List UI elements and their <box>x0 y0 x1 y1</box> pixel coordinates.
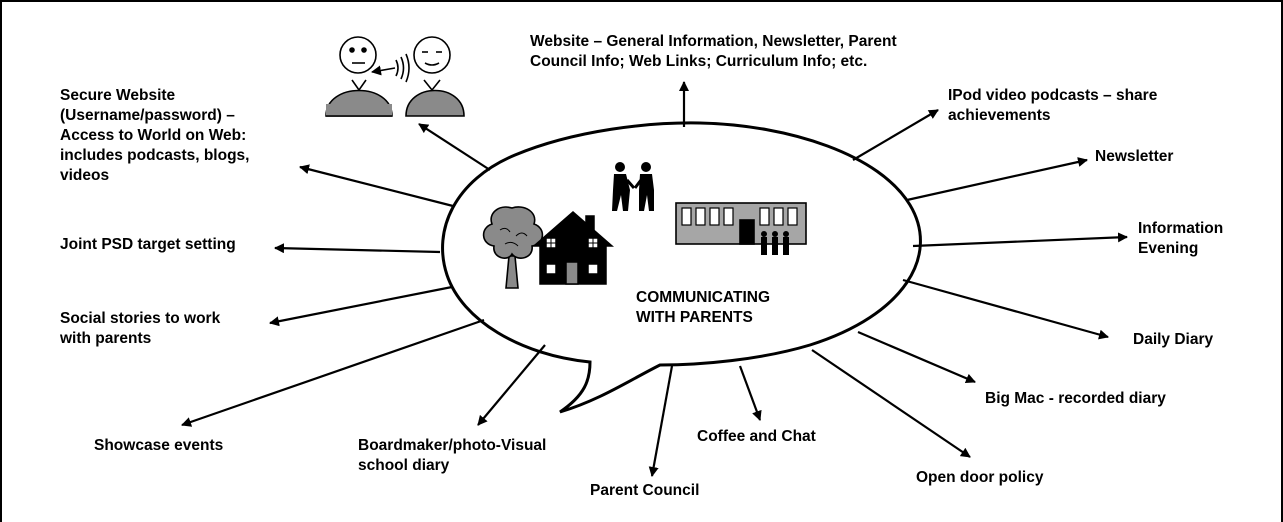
arrow-boardmaker <box>477 344 546 426</box>
label-boardmaker: Boardmaker/photo-Visual school diary <box>358 437 547 474</box>
arrow-joint-psd <box>274 243 441 254</box>
people-meeting-icon <box>612 162 654 211</box>
arrow-secure-website <box>299 164 454 208</box>
label-big-mac: Big Mac - recorded diary <box>985 390 1166 407</box>
label-newsletter: Newsletter <box>1095 148 1174 165</box>
arrow-open-door <box>811 349 971 458</box>
label-website: Website – General Information, Newslette… <box>530 33 897 70</box>
label-information-evening: Information Evening <box>1138 220 1224 257</box>
arrow-showcase <box>181 318 485 427</box>
label-ipod-podcasts: IPod video podcasts – share achievements <box>948 87 1158 124</box>
arrow-talking-people <box>418 123 491 171</box>
arrow-ipod <box>852 109 939 161</box>
label-social-stories: Social stories to work with parents <box>60 310 221 347</box>
label-open-door: Open door policy <box>916 469 1044 486</box>
speech-bubble <box>441 121 922 414</box>
two-people-talking-icon <box>325 36 465 117</box>
arrow-big-mac <box>857 330 976 384</box>
tree-icon <box>482 206 544 289</box>
house-icon <box>531 211 615 285</box>
arrow-newsletter <box>906 157 1088 202</box>
arrow-daily-diary <box>902 278 1109 340</box>
arrow-parent-council <box>648 365 674 477</box>
arrow-coffee <box>738 365 762 421</box>
center-title: COMMUNICATING WITH PARENTS <box>636 289 771 326</box>
label-parent-council: Parent Council <box>590 482 700 499</box>
arrow-social-stories <box>269 285 453 327</box>
school-building-icon <box>675 202 807 255</box>
label-joint-psd: Joint PSD target setting <box>60 236 236 253</box>
label-coffee-chat: Coffee and Chat <box>697 428 816 445</box>
arrow-information-evening <box>912 232 1128 248</box>
label-secure-website: Secure Website (Username/password) – Acc… <box>60 87 250 184</box>
label-showcase-events: Showcase events <box>94 437 224 454</box>
label-daily-diary: Daily Diary <box>1133 331 1214 348</box>
